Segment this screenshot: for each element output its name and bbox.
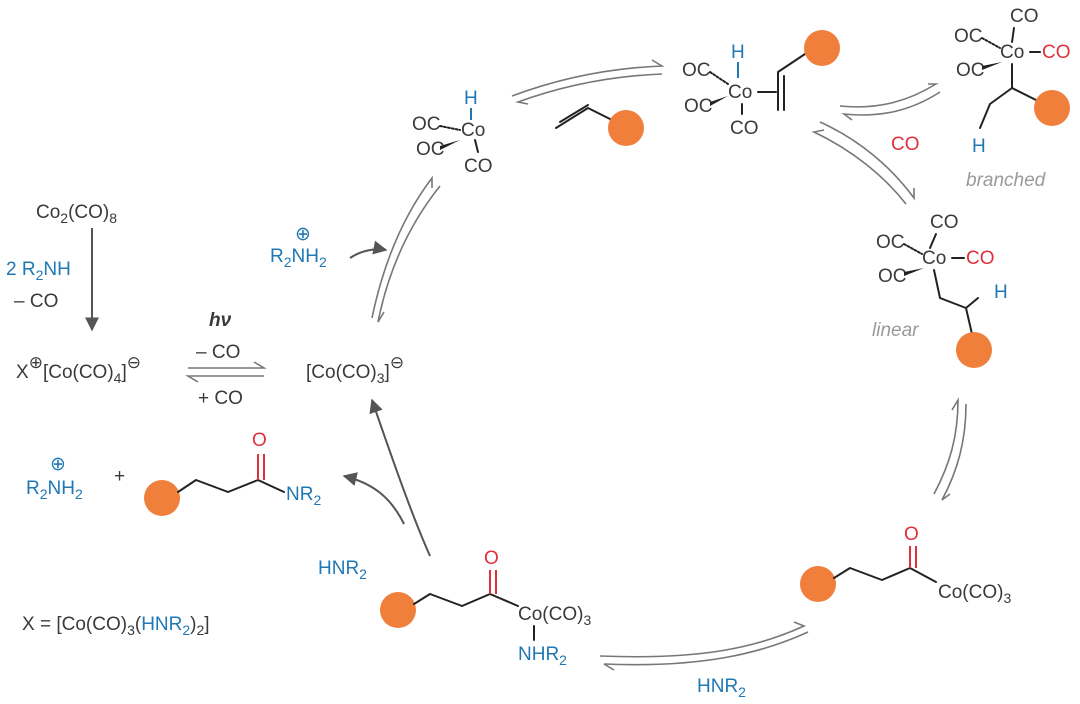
svg-text:O: O <box>484 548 499 569</box>
svg-text:OC: OC <box>412 114 441 135</box>
svg-text:Co: Co <box>461 120 485 141</box>
svg-text:HNR2: HNR2 <box>318 558 367 582</box>
alkene-complex: H OC Co OC CO <box>682 30 840 139</box>
svg-text:Co: Co <box>1000 42 1024 63</box>
svg-text:R2NH2: R2NH2 <box>26 478 83 502</box>
svg-text:OC: OC <box>954 26 983 47</box>
branched-label: branched <box>966 170 1047 191</box>
x-definition: X = [Co(CO)3(HNR2)2] <box>22 614 210 638</box>
substituent-ball <box>1034 90 1070 126</box>
cycle-arrow-left <box>371 175 441 323</box>
hnr2-left: HNR2 <box>318 558 367 582</box>
substituent-ball <box>608 110 644 146</box>
svg-text:R2NH2: R2NH2 <box>270 246 327 270</box>
svg-text:H: H <box>994 282 1008 303</box>
substituent-ball <box>380 592 416 628</box>
aminolysis-arrows <box>599 621 809 671</box>
cobaltate-salt: X⊕[Co(CO)4]⊖ <box>16 353 141 386</box>
product-release-arrow <box>342 472 405 525</box>
svg-text:NR2: NR2 <box>286 484 321 508</box>
alkene-substrate <box>555 104 644 146</box>
branched-alkyl-complex: CO OC Co CO OC H branched <box>954 6 1071 191</box>
substituent-ball <box>804 30 840 66</box>
substituent-ball <box>800 566 836 602</box>
svg-text:CO: CO <box>730 118 759 139</box>
amine-reagent: 2 R2NH – CO <box>6 259 71 312</box>
svg-text:O: O <box>904 524 919 545</box>
substituent-ball <box>144 480 180 516</box>
svg-text:Co(CO)3: Co(CO)3 <box>938 582 1011 606</box>
co-loss-label: CO <box>891 134 920 155</box>
svg-text:2 R2NH: 2 R2NH <box>6 259 71 283</box>
svg-text:Co: Co <box>922 248 946 269</box>
svg-text:OC: OC <box>684 96 713 117</box>
svg-text:Co: Co <box>728 82 752 103</box>
svg-text:X = [Co(CO)3(HNR2)2]: X = [Co(CO)3(HNR2)2] <box>22 614 210 638</box>
svg-text:OC: OC <box>876 232 905 253</box>
svg-text:CO: CO <box>1042 42 1071 63</box>
svg-text:H: H <box>464 88 478 109</box>
precursor-co2co8: Co2(CO)8 <box>36 202 117 226</box>
svg-text:H: H <box>731 42 745 63</box>
svg-text:[Co(CO)3]⊖: [Co(CO)3]⊖ <box>306 353 404 386</box>
amide-product: O NR2 <box>144 430 321 516</box>
svg-text:CO: CO <box>930 212 959 233</box>
svg-text:X⊕[Co(CO)4]⊖: X⊕[Co(CO)4]⊖ <box>16 353 141 386</box>
insertion-arrows <box>811 121 915 205</box>
acyl-complex: O Co(CO)3 <box>800 524 1011 606</box>
svg-text:HNR2: HNR2 <box>697 676 746 700</box>
hv-label: hν <box>209 310 232 331</box>
svg-text:CO: CO <box>464 156 493 177</box>
linear-label: linear <box>872 320 919 341</box>
svg-text:+: + <box>114 466 125 487</box>
linear-alkyl-complex: CO OC Co CO OC H linear <box>872 212 1008 368</box>
svg-text:O: O <box>252 430 267 451</box>
branched-arrows <box>839 83 941 121</box>
svg-text:⊕: ⊕ <box>50 454 66 475</box>
aminoacyl-complex: O Co(CO)3 NHR2 <box>380 548 591 668</box>
svg-text:OC: OC <box>682 60 711 81</box>
svg-text:CO: CO <box>1010 6 1039 27</box>
alkene-addition-arrows <box>511 59 665 105</box>
svg-text:OC: OC <box>956 60 985 81</box>
photo-minus-co: – CO <box>196 342 240 363</box>
svg-text:⊕: ⊕ <box>295 224 311 245</box>
svg-text:OC: OC <box>878 266 907 287</box>
svg-text:CO: CO <box>966 248 995 269</box>
svg-text:H: H <box>972 136 986 157</box>
ammonium-product: ⊕ R2NH2 + <box>26 454 125 502</box>
svg-text:OC: OC <box>416 139 445 160</box>
co-insertion-arrows <box>933 397 967 501</box>
photo-plus-co: + CO <box>198 388 243 409</box>
svg-text:NHR2: NHR2 <box>518 644 567 668</box>
ammonium-input: ⊕ R2NH2 <box>270 224 327 270</box>
substituent-ball <box>956 332 992 368</box>
hydride-complex: H OC Co OC CO <box>412 88 493 177</box>
hnr2-bottom: HNR2 <box>697 676 746 700</box>
ammonium-arrow <box>349 240 388 259</box>
svg-text:Co(CO)3: Co(CO)3 <box>518 604 591 628</box>
photo-equilibrium-arrows <box>185 361 267 383</box>
svg-text:Co2(CO)8: Co2(CO)8 <box>36 202 117 226</box>
active-species: [Co(CO)3]⊖ <box>306 353 404 386</box>
elimination-arrow <box>369 398 431 557</box>
minus-co-label: – CO <box>14 291 58 312</box>
